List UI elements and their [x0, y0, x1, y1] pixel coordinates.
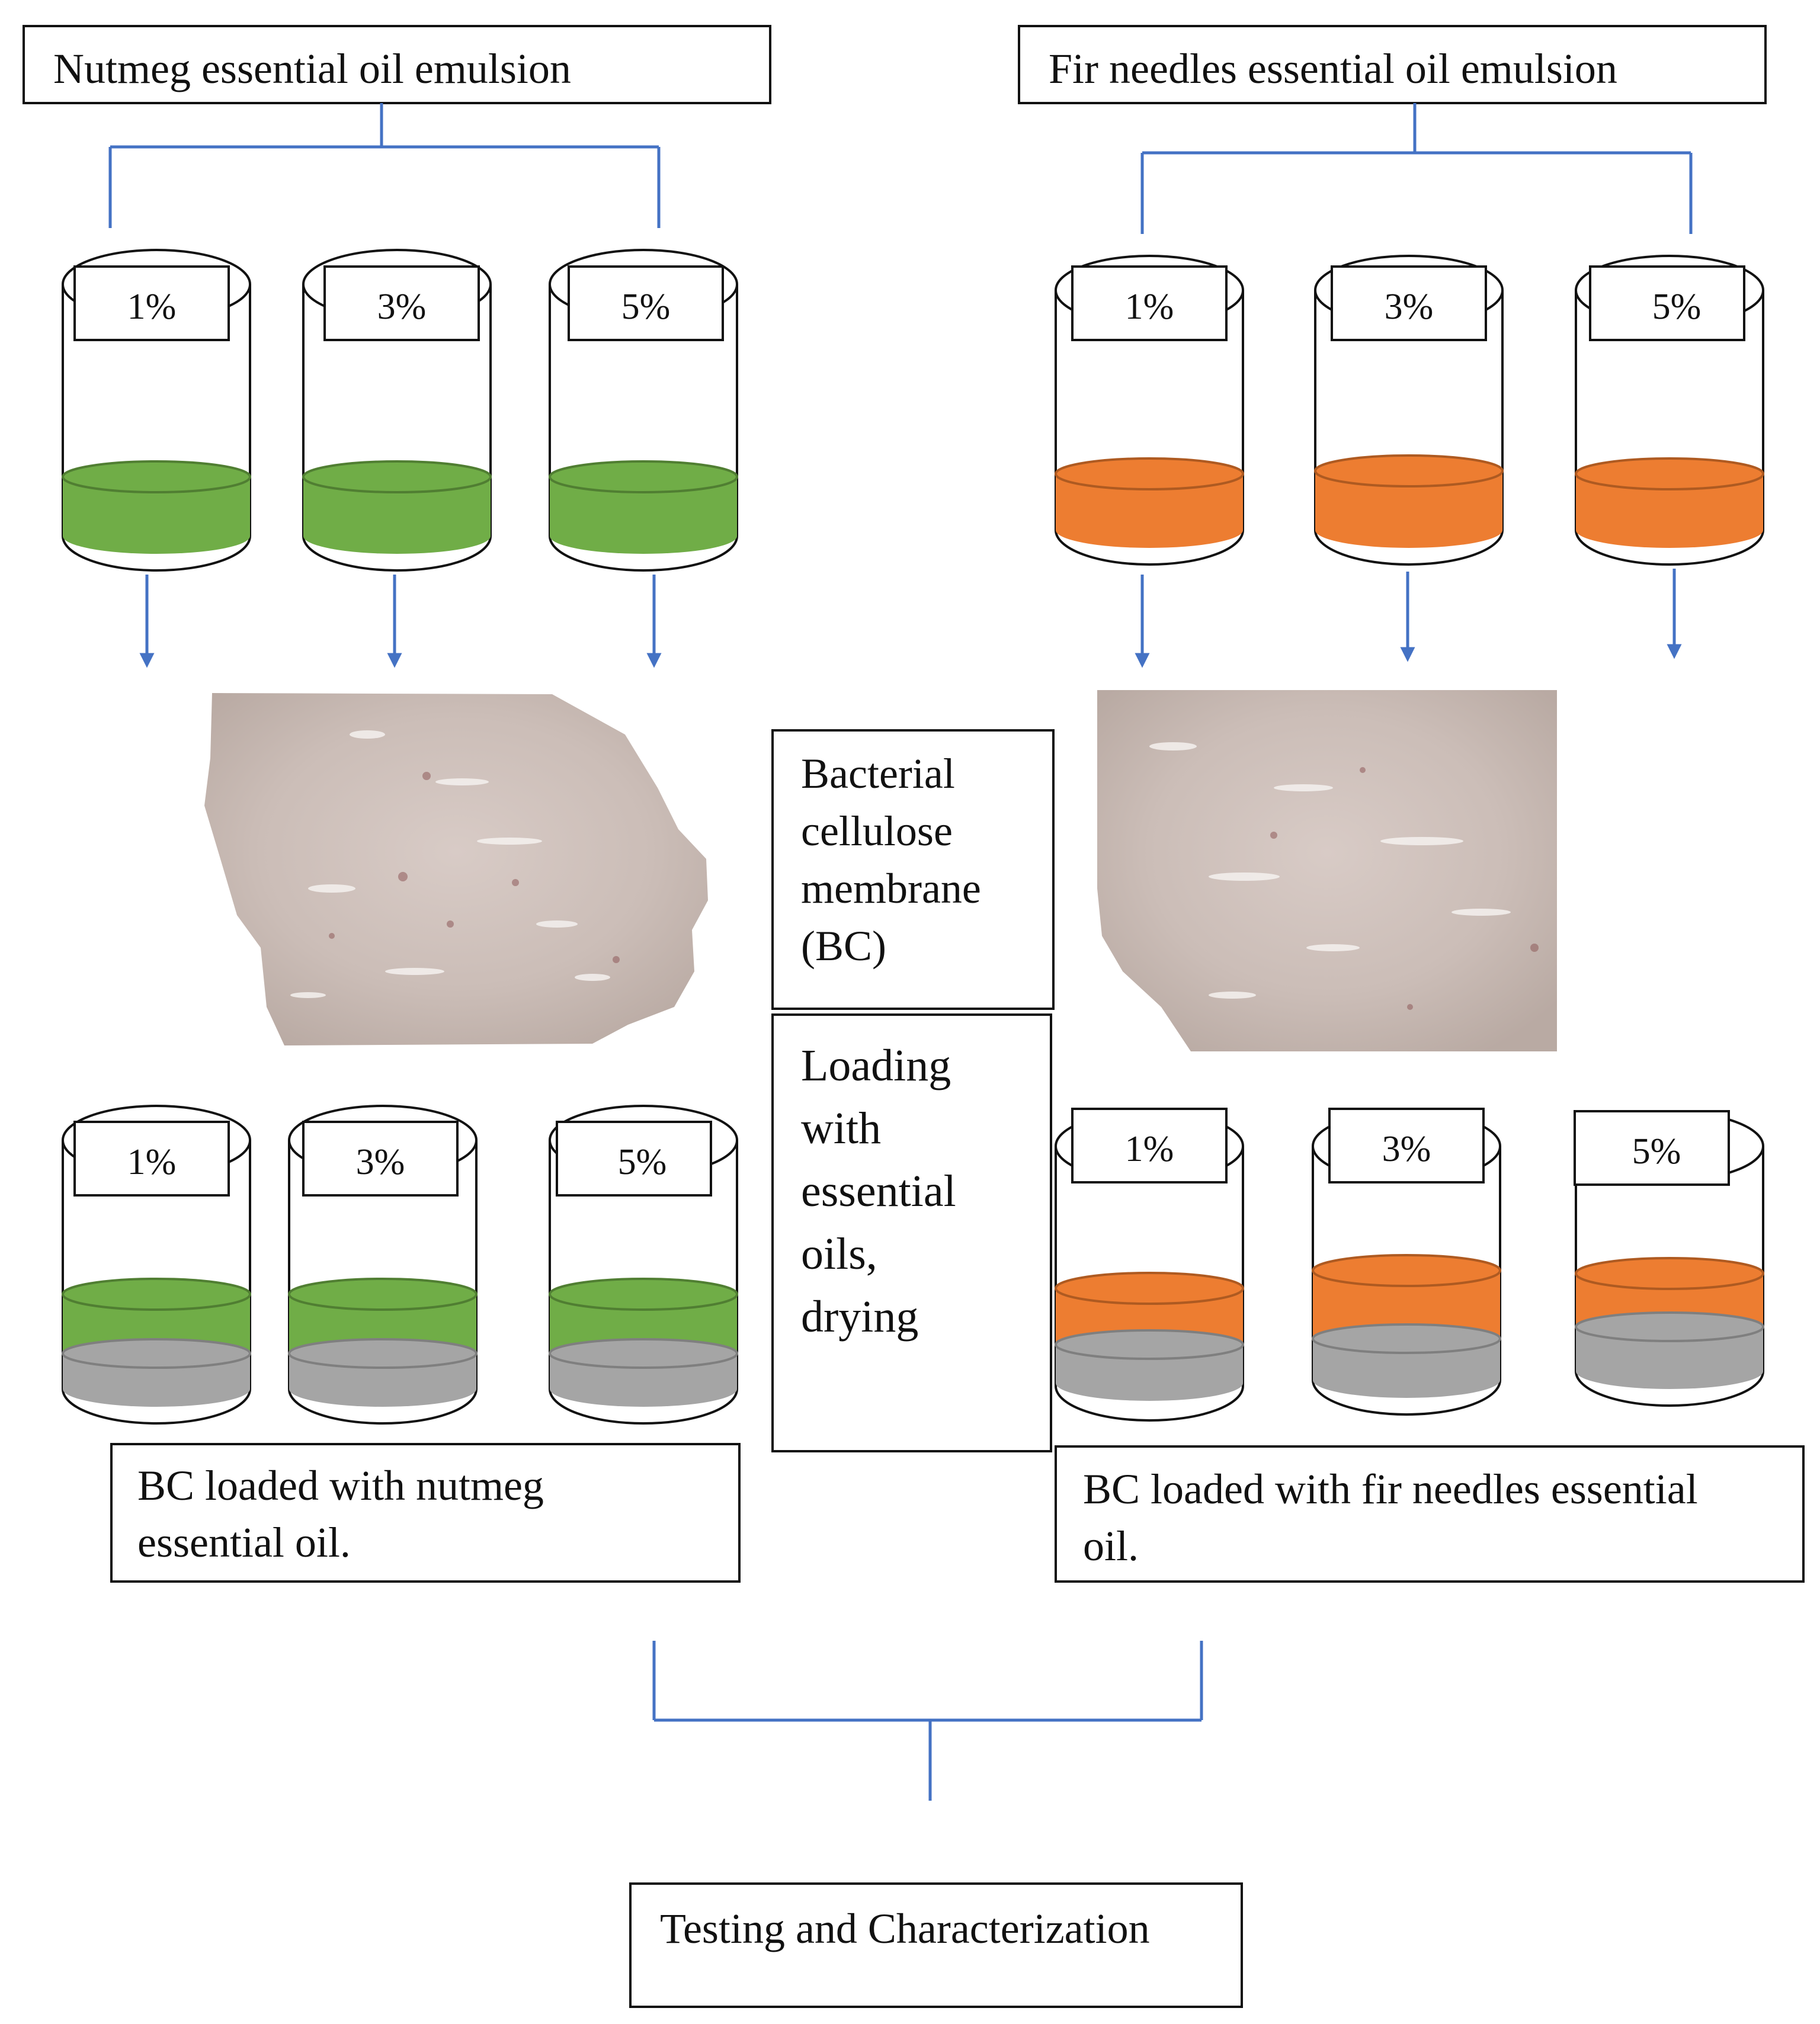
beaker-label: 3% [356, 1142, 405, 1182]
beaker-label: 1% [1125, 287, 1174, 327]
testing-title: Testing and Characterization [660, 1905, 1150, 1952]
beaker-label: 5% [1632, 1131, 1681, 1172]
beaker-fir-3: 3% [1314, 255, 1504, 566]
loading-drying-node: Loading with essential oils, drying [771, 1013, 1052, 1452]
bc-membrane-image-left [204, 693, 708, 1045]
beaker-label: 3% [377, 287, 427, 327]
testing-node: Testing and Characterization [629, 1882, 1243, 2008]
fir-result-line-2: oil. [1083, 1522, 1139, 1570]
beaker-label: 5% [618, 1142, 667, 1182]
nutmeg-result-node: BC loaded with nutmeg essential oil. [110, 1443, 741, 1583]
merge-connector [652, 1641, 1203, 1801]
membrane-line-4: (BC) [801, 922, 886, 970]
bc-membrane-node: Bacterial cellulose membrane (BC) [771, 729, 1055, 1010]
liquid-bottom [1056, 530, 1243, 548]
membrane-line-1: Bacterial [801, 750, 955, 797]
beaker-fir-1: 1% [1055, 255, 1244, 566]
membrane-line-2: cellulose [801, 807, 953, 855]
process-line-3: essential [801, 1166, 956, 1216]
nutmeg-split-connector [108, 103, 661, 228]
liquid-surface [302, 460, 492, 493]
loaded-beaker-fir-5: 5% [1574, 1110, 1764, 1407]
nutmeg-result-line-2: essential oil. [137, 1519, 351, 1566]
liquid-surface [62, 460, 251, 493]
liquid-surface [1055, 1272, 1244, 1305]
liquid-surface [1312, 1254, 1501, 1287]
liquid-surface [1575, 1257, 1764, 1290]
beaker-label: 1% [127, 287, 177, 327]
liquid-bottom [303, 536, 491, 554]
beaker-label: 3% [1382, 1129, 1431, 1169]
beaker-label: 1% [1125, 1129, 1174, 1169]
nutmeg-emulsion-beakers: 1% 3% 5% [62, 249, 738, 572]
beaker-label: 5% [1652, 287, 1702, 327]
liquid-surface [1055, 457, 1244, 490]
liquid-surface [549, 460, 738, 493]
down-arrows [139, 569, 1682, 668]
beaker-nutmeg-5: 5% [549, 249, 738, 572]
fir-emulsion-node: Fir needles essential oil emulsion [1018, 25, 1767, 104]
fir-emulsion-beakers: 1% 3% 5% [1055, 255, 1764, 566]
beaker-label: 3% [1385, 287, 1434, 327]
fir-loaded-beakers: 1% 3% 5% [1055, 1108, 1764, 1422]
nutmeg-result-line-1: BC loaded with nutmeg [137, 1462, 544, 1509]
liquid-bottom [1315, 530, 1502, 548]
liquid-surface [62, 1278, 251, 1311]
nutmeg-loaded-beakers: 1% 3% 5% [62, 1105, 738, 1425]
process-line-4: oils, [801, 1229, 877, 1279]
loaded-beaker-nutmeg-5: 5% [549, 1105, 738, 1425]
fir-split-connector [1140, 103, 1693, 234]
liquid-surface [1314, 454, 1504, 487]
process-line-5: drying [801, 1292, 918, 1342]
beaker-nutmeg-3: 3% [302, 249, 492, 572]
liquid-surface [1575, 457, 1764, 490]
nutmeg-emulsion-node: Nutmeg essential oil emulsion [23, 25, 771, 104]
process-line-2: with [801, 1104, 881, 1153]
bc-membrane-image-right [1097, 690, 1557, 1051]
loaded-beaker-nutmeg-1: 1% [62, 1105, 251, 1425]
loaded-beaker-fir-1: 1% [1055, 1108, 1244, 1422]
beaker-fir-5: 5% [1575, 255, 1764, 566]
beaker-label: 5% [621, 287, 671, 327]
fir-emulsion-title: Fir needles essential oil emulsion [1049, 45, 1617, 92]
membrane-line-3: membrane [801, 865, 981, 912]
nutmeg-emulsion-title: Nutmeg essential oil emulsion [53, 45, 571, 92]
loaded-beaker-nutmeg-3: 3% [288, 1105, 478, 1425]
liquid-surface [288, 1278, 478, 1311]
liquid-bottom [550, 536, 737, 554]
fir-result-line-1: BC loaded with fir needles essential [1083, 1465, 1698, 1513]
beaker-label: 1% [127, 1142, 177, 1182]
process-line-1: Loading [801, 1041, 951, 1090]
fir-result-node: BC loaded with fir needles essential oil… [1055, 1445, 1805, 1583]
liquid-bottom [1576, 530, 1763, 548]
liquid-surface [549, 1278, 738, 1311]
liquid-bottom [63, 536, 250, 554]
beaker-nutmeg-1: 1% [62, 249, 251, 572]
loaded-beaker-fir-3: 3% [1312, 1108, 1501, 1416]
